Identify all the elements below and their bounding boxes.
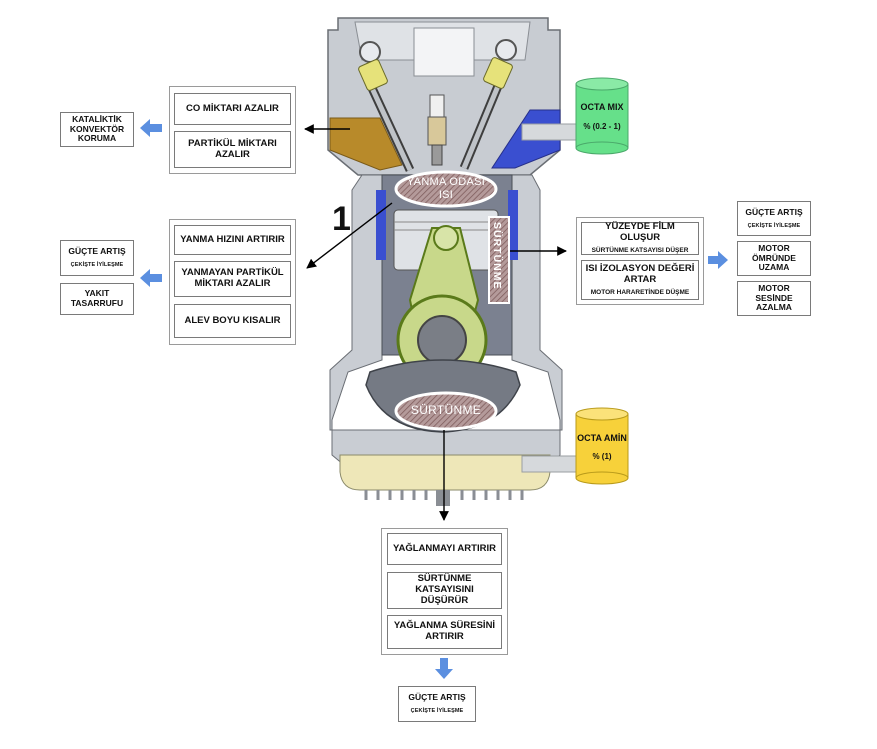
result-power-gain-left: GÜÇTE ARTIŞ ÇEKİŞTE İYİLEŞME [60, 240, 134, 276]
result-title: GÜÇTE ARTIŞ [68, 246, 126, 257]
result-power-gain-right: GÜÇTE ARTIŞ ÇEKİŞTE İYİLEŞME [737, 201, 811, 236]
octa-amin-can [521, 407, 629, 485]
result-arrows [140, 119, 728, 679]
effect-lubrication: YAĞLANMAYI ARTIRIR [387, 533, 502, 565]
arrow-left-middle [140, 269, 162, 287]
effect-surface-film: YÜZEYDE FİLM OLUŞUR SÜRTÜNME KATSAYISI D… [581, 221, 699, 255]
connector-arrows [304, 124, 567, 521]
arrow-left-top [140, 119, 162, 137]
result-engine-noise: MOTOR SESİNDE AZALMA [737, 281, 811, 316]
octa-mix-title: OCTA MIX [580, 102, 624, 112]
result-sub: ÇEKİŞTE İYİLEŞME [747, 222, 801, 229]
result-sub: ÇEKİŞTE İYİLEŞME [70, 262, 124, 269]
exhaust-port [329, 117, 403, 171]
effect-sub: SÜRTÜNME KATSAYISI DÜŞER [591, 247, 689, 255]
effect-title: ISI İZOLASYON DEĞERİ ARTAR [585, 262, 695, 285]
octa-mix-value: % (0.2 - 1) [583, 122, 621, 131]
arrow-down [435, 658, 453, 679]
octa-mix-can [521, 77, 629, 155]
effect-burn-speed: YANMA HIZINI ARTIRIR [174, 225, 291, 255]
valves [358, 57, 513, 172]
effect-friction-coefficient: SÜRTÜNME KATSAYISINI DÜŞÜRÜR [387, 572, 502, 609]
friction-vertical-label: SÜRTÜNME [491, 222, 503, 290]
octa-amin-title: OCTA AMİN [577, 433, 627, 443]
result-power-gain-bottom: GÜÇTE ARTIŞ ÇEKİŞTE İYİLEŞME [398, 686, 476, 722]
result-fuel-saving: YAKIT TASARRUFU [60, 283, 134, 315]
spark-plug [427, 94, 447, 166]
effect-particle-reduction: PARTİKÜL MİKTARI AZALIR [174, 131, 291, 168]
result-title: GÜÇTE ARTIŞ [745, 206, 803, 217]
arrow-right [708, 251, 728, 269]
result-catalytic-protection: KATALİKTİK KONVEKTÖR KORUMA [60, 112, 134, 147]
effect-sub: MOTOR HARARETİNDE DÜŞME [590, 288, 690, 296]
result-title: GÜÇTE ARTIŞ [408, 692, 466, 703]
result-engine-life: MOTOR ÖMRÜNDE UZAMA [737, 241, 811, 276]
oil-sump [339, 454, 551, 506]
friction-strip [488, 216, 510, 304]
combustion-label: YANMA ODASI ISI [406, 176, 486, 201]
effect-lubrication-duration: YAĞLANMA SÜRESİNİ ARTIRIR [387, 615, 502, 649]
octa-amin-value: % (1) [592, 452, 612, 461]
combustion-oval [394, 170, 498, 208]
effect-co-reduction: CO MİKTARI AZALIR [174, 93, 291, 125]
marker-number: 1 [332, 200, 351, 238]
effect-flame-length: ALEV BOYU KISALIR [174, 304, 291, 338]
result-sub: ÇEKİŞTE İYİLEŞME [410, 708, 464, 715]
effect-title: YÜZEYDE FİLM OLUŞUR [605, 221, 675, 244]
friction-oval-label: SÜRTÜNME [410, 403, 482, 417]
friction-oval [394, 391, 498, 431]
effect-heat-insulation: ISI İZOLASYON DEĞERİ ARTAR MOTOR HARARET… [581, 260, 699, 300]
effect-unburned-particles: YANMAYAN PARTİKÜL MİKTARI AZALIR [174, 261, 291, 297]
